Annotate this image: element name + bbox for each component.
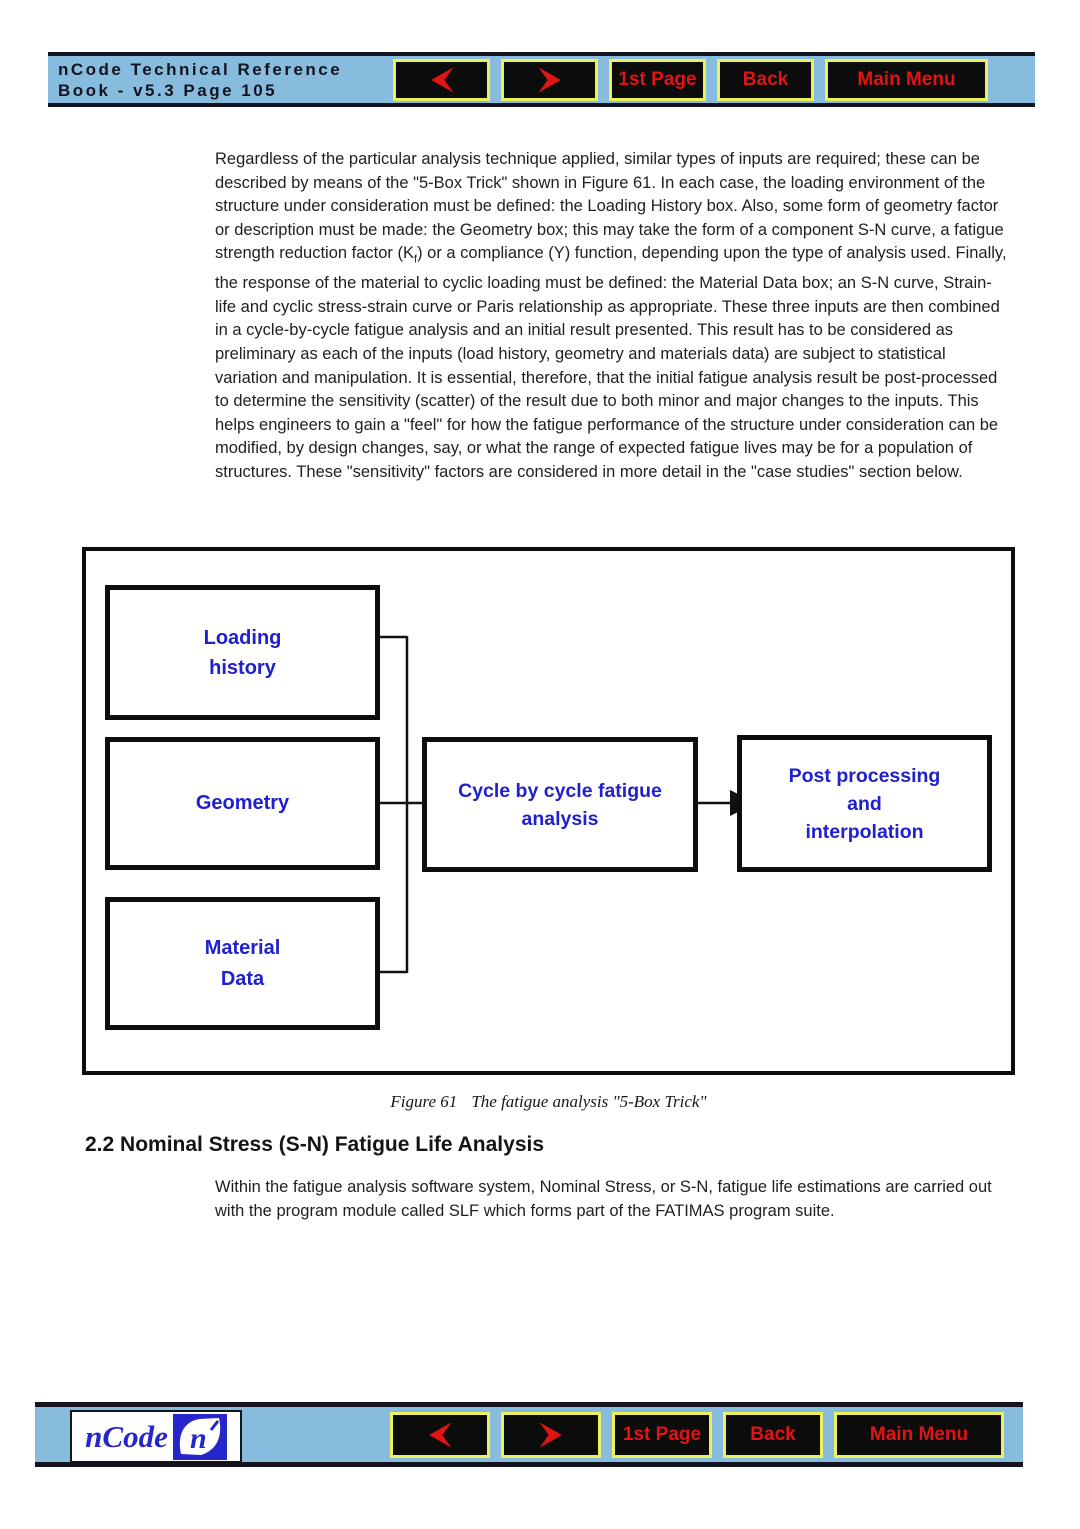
post-processing-label-line3: interpolation (805, 820, 924, 843)
cycle-analysis-label-line2: analysis (521, 807, 599, 830)
top-nav-bar: nCode Technical Reference Book - v5.3 Pa… (48, 52, 1035, 107)
loading-history-label-line1: Loading (203, 626, 282, 649)
post-processing-label-line1: Post processing (788, 764, 941, 787)
loading-history-box: Loading history (105, 585, 380, 720)
back-button-bottom[interactable]: Back (723, 1411, 823, 1458)
ncode-logo: nCode n (70, 1410, 242, 1463)
geometry-box: Geometry (105, 737, 380, 870)
intro-paragraph-part1: Regardless of the particular analysis te… (215, 150, 1004, 263)
ncode-logo-icon: n (172, 1413, 227, 1460)
geometry-label: Geometry (195, 792, 290, 814)
intro-paragraph: Regardless of the particular analysis te… (215, 148, 1007, 485)
book-title-line1: nCode Technical Reference (58, 59, 343, 79)
figure-caption-text: The fatigue analysis "5-Box Trick" (471, 1092, 707, 1111)
post-processing-box: Post processing and interpolation (737, 735, 992, 872)
cycle-analysis-label-line1: Cycle by cycle fatigue (458, 779, 662, 802)
material-data-box: Material Data (105, 897, 380, 1030)
svg-text:n: n (190, 1422, 207, 1455)
loading-history-label-line2: history (209, 656, 276, 679)
five-box-trick-figure: Loading history Geometry Material Data C… (82, 547, 1015, 1075)
back-button[interactable]: Back (717, 58, 814, 101)
main-menu-button-bottom[interactable]: Main Menu (834, 1411, 1004, 1458)
post-processing-label-line2: and (847, 792, 882, 815)
right-arrow-icon (539, 1421, 562, 1448)
right-arrow-icon (538, 66, 561, 93)
cycle-analysis-box: Cycle by cycle fatigue analysis (422, 737, 698, 872)
previous-page-button[interactable] (393, 58, 490, 101)
left-arrow-icon (430, 66, 453, 93)
material-data-label-line1: Material (204, 936, 281, 959)
next-page-button[interactable] (501, 58, 598, 101)
first-page-button-bottom[interactable]: 1st Page (612, 1411, 712, 1458)
material-data-label-line2: Data (220, 967, 265, 990)
intro-paragraph-part2: ) or a compliance (Y) function, dependin… (215, 244, 1007, 482)
first-page-button[interactable]: 1st Page (609, 58, 706, 101)
ncode-logo-text: nCode (85, 1419, 168, 1454)
figure-caption: Figure 61 The fatigue analysis "5-Box Tri… (82, 1092, 1015, 1112)
previous-page-button-bottom[interactable] (390, 1411, 490, 1458)
section-heading: 2.2 Nominal Stress (S-N) Fatigue Life An… (85, 1133, 545, 1156)
left-arrow-icon (429, 1421, 452, 1448)
main-menu-button[interactable]: Main Menu (825, 58, 988, 101)
section-paragraph: Within the fatigue analysis software sys… (215, 1178, 992, 1220)
figure-caption-number: Figure 61 (390, 1092, 458, 1111)
book-title-line2: Book - v5.3 Page 105 (58, 80, 278, 100)
book-title: nCode Technical Reference Book - v5.3 Pa… (58, 59, 342, 101)
bottom-nav-bar: nCode n 1st Page Back Main Menu (35, 1402, 1023, 1467)
next-page-button-bottom[interactable] (501, 1411, 601, 1458)
kf-subscript: f (414, 253, 418, 266)
